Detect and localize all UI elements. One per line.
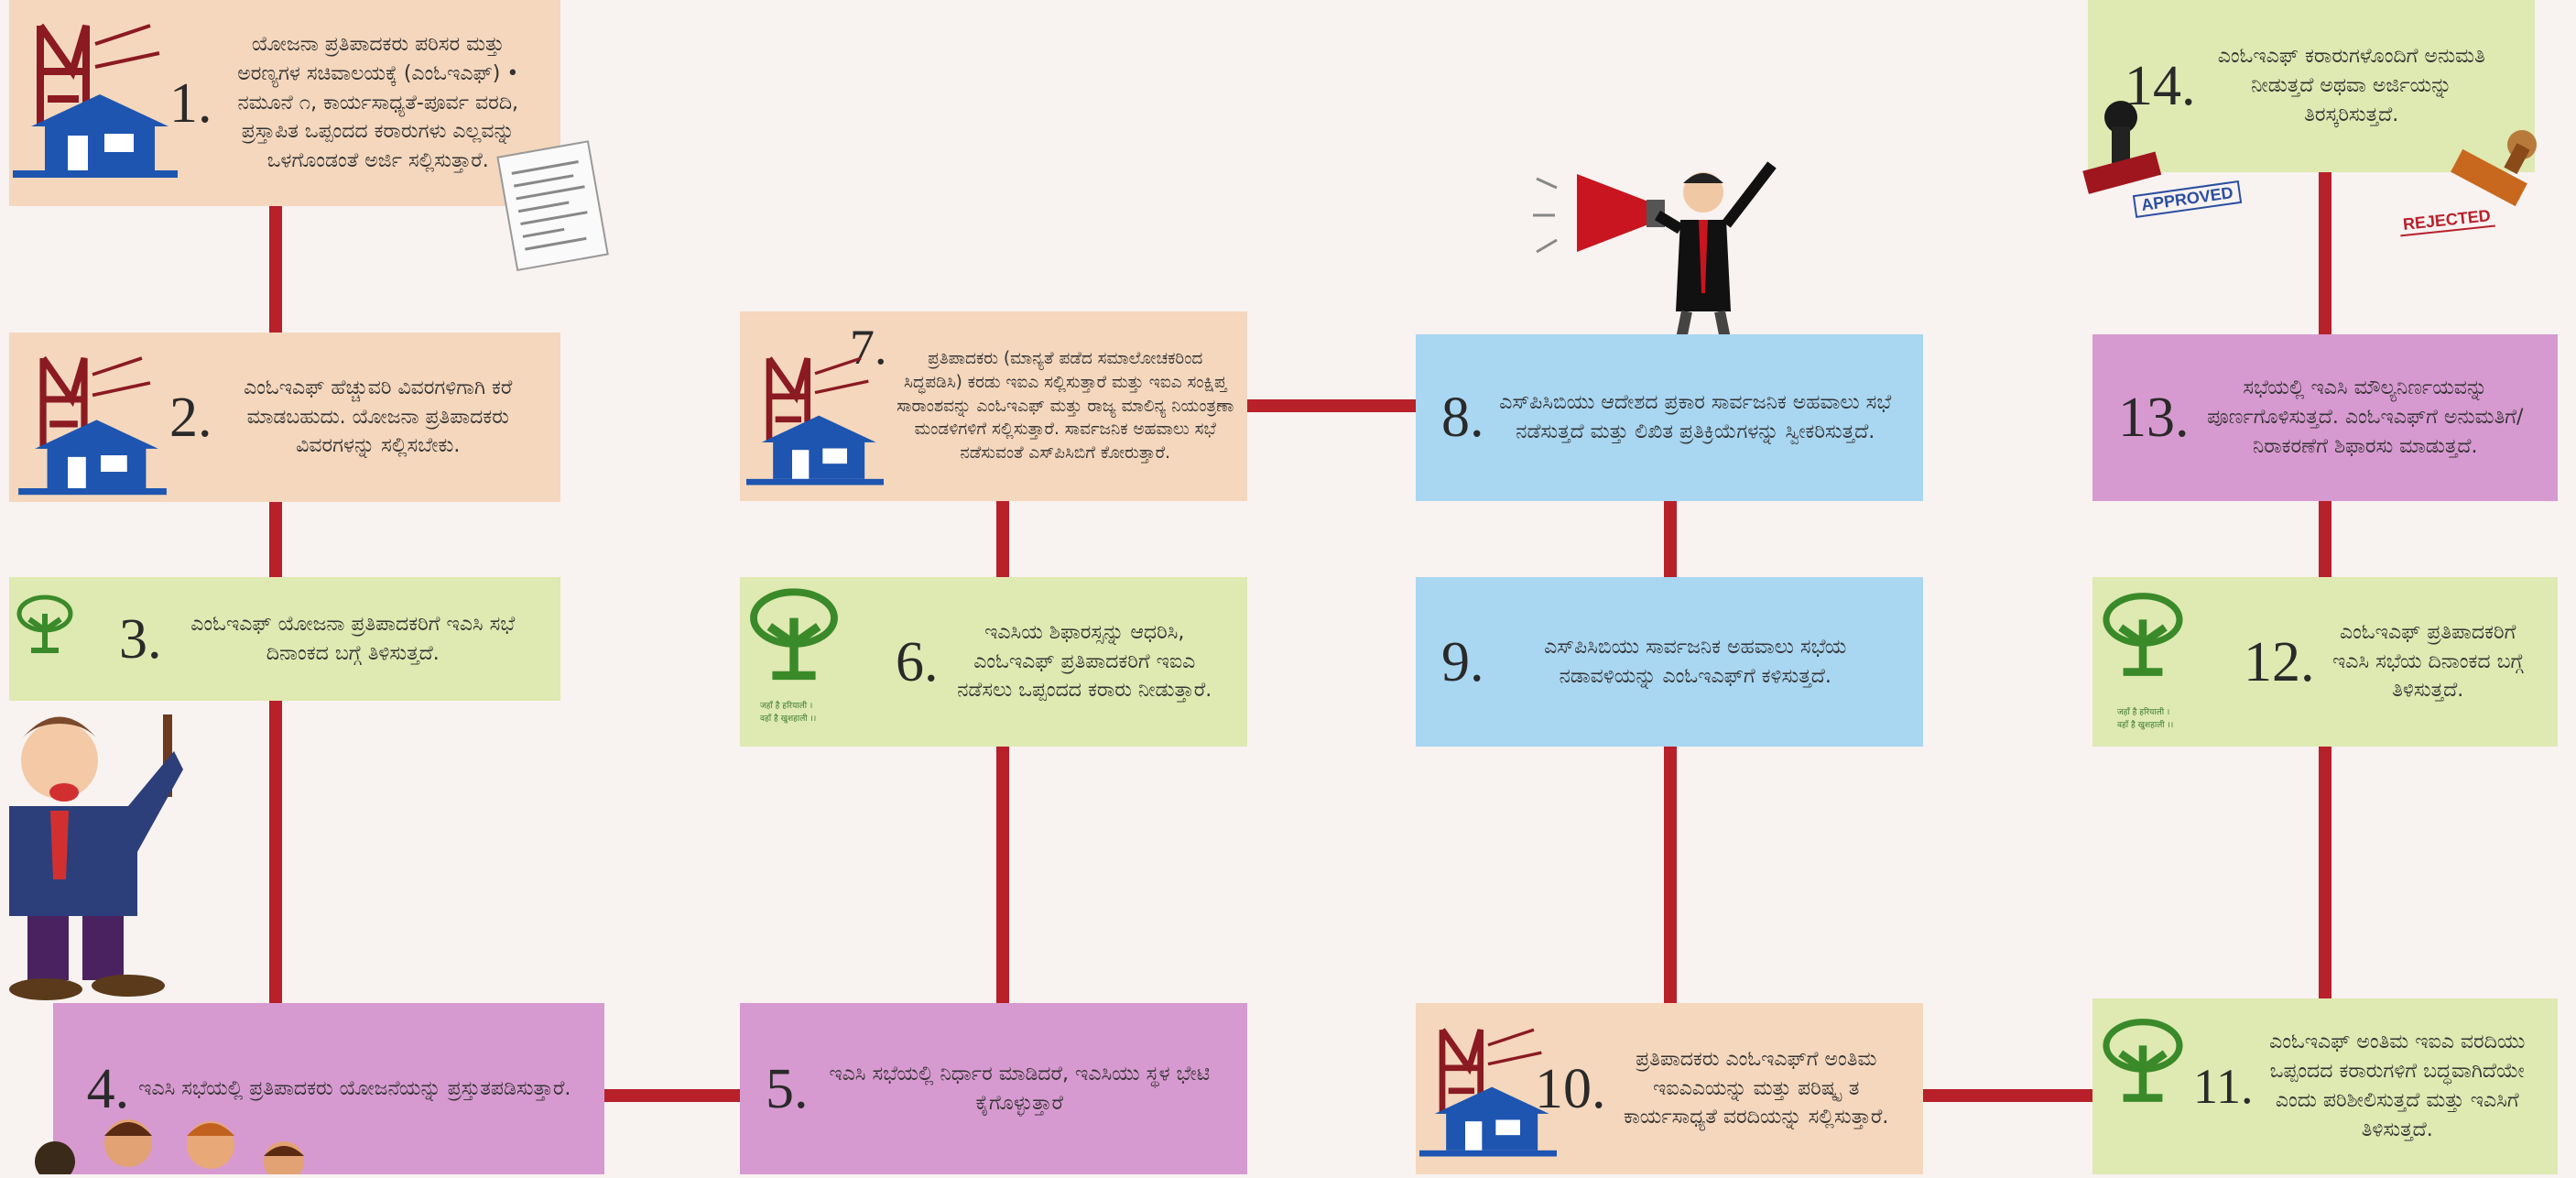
step-5-box: 5. ಇಎಸಿ ಸಭೆಯಲ್ಲಿ ನಿರ್ಧಾರ ಮಾಡಿದರೆ, ಇಎಸಿಯು… <box>740 1003 1247 1174</box>
step-5-text: ಇಎಸಿ ಸಭೆಯಲ್ಲಿ ನಿರ್ಧಾರ ಮಾಡಿದರೆ, ಇಎಸಿಯು ಸ್… <box>829 1062 1211 1115</box>
step-3-number: 3. <box>119 607 162 671</box>
step-13-text: ಸಭೆಯಲ್ಲಿ ಇಎಸಿ ಮೌಲ್ಯನಿರ್ಣಯವನ್ನು ಪೂರ್ಣಗೊಳಿ… <box>2207 376 2524 458</box>
step-6-text: ಇಎಸಿಯ ಶಿಫಾರಸ್ಸನ್ನು ಆಧರಿಸಿ, ಎಂಓಇಎಫ್ ಪ್ರತಿ… <box>957 620 1212 703</box>
connector-10-11 <box>1923 1089 2093 1102</box>
tree-logo-icon <box>744 586 844 691</box>
step-8-box: 8. ಎಸ್‌ಪಿಸಿಬಿಯು ಆದೇಶದ ಪ್ರಕಾರ ಸಾರ್ವಜನಿಕ ಅ… <box>1416 334 1923 501</box>
step-8-number: 8. <box>1441 387 1484 449</box>
tree-logo-caption-line-2: वहाँ है खुशहाली ।। <box>760 714 817 724</box>
tree-logo-caption: जहाँ है हरियाली । वहाँ है खुशहाली ।। <box>2117 707 2173 732</box>
document-paper-icon <box>495 139 612 277</box>
step-13-number: 13. <box>2118 387 2190 449</box>
businessman-pointer-illustration <box>0 696 192 1011</box>
step-6-number: 6. <box>896 630 939 693</box>
power-tower-house-icon <box>15 350 170 500</box>
tree-logo-icon <box>13 594 77 661</box>
step-13-box: 13. ಸಭೆಯಲ್ಲಿ ಇಎಸಿ ಮೌಲ್ಯನಿರ್ಣಯವನ್ನು ಪೂರ್ಣ… <box>2092 334 2558 501</box>
tree-logo-icon <box>2097 1017 2189 1112</box>
step-1-text: ಯೋಜನಾ ಪ್ರತಿಪಾದಕರು ಪರಿಸರ ಮತ್ತು ಅರಣ್ಯಗಳ ಸಚ… <box>237 32 519 173</box>
step-5-number: 5. <box>766 1057 809 1120</box>
audience-people-illustration <box>27 1108 321 1178</box>
step-14-text: ಎಂಓಇಎಫ್ ಕರಾರುಗಳೊಂದಿಗೆ ಅನುಮತಿ ನೀಡುತ್ತದೆ ಅ… <box>2217 45 2485 126</box>
step-9-box: 9. ಎಸ್‌ಪಿಸಿಬಿಯು ಸಾರ್ವಜನಿಕ ಅಹವಾಲು ಸಭೆಯ ನಡ… <box>1416 577 1923 747</box>
step-7-text: ಪ್ರತಿಪಾದಕರು (ಮಾನ್ಯತೆ ಪಡೆದ ಸಮಾಲೋಚಕರಿಂದ ಸಿ… <box>897 348 1234 464</box>
tree-logo-caption-line-1: जहाँ है हरियाली । <box>2117 708 2170 717</box>
power-tower-house-icon <box>1419 1012 1557 1172</box>
step-1-box: 1. ಯೋಜನಾ ಪ್ರತಿಪಾದಕರು ಪರಿಸರ ಮತ್ತು ಅರಣ್ಯಗಳ… <box>9 0 560 206</box>
step-3-text: ಎಂಓಇಎಫ್ ಯೋಜನಾ ಪ್ರತಿಪಾದಕರಿಗೆ ಇಎಸಿ ಸಭೆ ದಿನ… <box>190 612 516 665</box>
step-11-text: ಎಂಓಇಎಫ್ ಅಂತಿಮ ಇಐಎ ವರದಿಯು ಒಪ್ಪಂದದ ಕರಾರುಗಳ… <box>2269 1031 2526 1141</box>
tree-logo-caption-line-1: जहाँ है हरियाली । <box>760 702 813 711</box>
step-12-number: 12. <box>2244 630 2315 693</box>
approved-stamp-icon <box>2077 99 2187 222</box>
step-12-text: ಎಂಓಇಎಫ್ ಪ್ರತಿಪಾದಕರಿಗೆ ಇಎಸಿ ಸಭೆಯ ದಿನಾಂಕದ … <box>2331 620 2524 703</box>
step-9-number: 9. <box>1441 630 1484 693</box>
rejected-stamp-label: REJECTED <box>2398 205 2495 237</box>
step-2-number: 2. <box>169 386 212 449</box>
step-7-number: 7. <box>850 320 887 375</box>
rejected-stamp-icon <box>2443 128 2553 224</box>
step-9-text: ಎಸ್‌ಪಿಸಿಬಿಯು ಸಾರ್ವಜನಿಕ ಅಹವಾಲು ಸಭೆಯ ನಡಾವಳ… <box>1544 635 1847 688</box>
connector-4-5 <box>604 1089 742 1102</box>
step-1-number: 1. <box>169 71 212 135</box>
tree-logo-caption: जहाँ है हरियाली । वहाँ है खुशहाली ।। <box>760 701 816 725</box>
step-14-box: 14. ಎಂಓಇಎಫ್ ಕರಾರುಗಳೊಂದಿಗೆ ಅನುಮತಿ ನೀಡುತ್ತ… <box>2088 0 2535 172</box>
connector-7-8 <box>1247 399 1418 412</box>
step-2-text: ಎಂಓಇಎಫ್ ಹೆಚ್ಚುವರಿ ವಿವರಗಳಿಗಾಗಿ ಕರೆ ಮಾಡಬಹು… <box>244 376 513 458</box>
step-10-text: ಪ್ರತಿಪಾದಕರು ಎಂಓಇಎಫ್‌ಗೆ ಅಂತಿಮ ಇಐಎಎಯನ್ನು ಮ… <box>1624 1047 1889 1129</box>
step-3-box: 3. ಎಂಓಇಎಫ್ ಯೋಜನಾ ಪ್ರತಿಪಾದಕರಿಗೆ ಇಎಸಿ ಸಭೆ … <box>9 577 560 701</box>
tree-logo-caption-line-2: वहाँ है खुशहाली ।। <box>2117 720 2174 730</box>
step-10-number: 10. <box>1535 1057 1606 1120</box>
step-11-number: 11. <box>2193 1059 2254 1114</box>
power-tower-house-icon <box>13 16 178 183</box>
step-14-number: 14. <box>2125 55 2196 117</box>
tree-logo-icon <box>2097 591 2189 686</box>
power-tower-house-icon <box>746 341 884 500</box>
step-4-text: ಇಎಸಿ ಸಭೆಯಲ್ಲಿ ಪ್ರತಿಪಾದಕರು ಯೋಜನೆಯನ್ನು ಪ್ರ… <box>138 1076 571 1100</box>
step-8-text: ಎಸ್‌ಪಿಸಿಬಿಯು ಆದೇಶದ ಪ್ರಕಾರ ಸಾರ್ವಜನಿಕ ಅಹವಾ… <box>1499 391 1892 443</box>
step-4-number: 4. <box>86 1057 130 1120</box>
